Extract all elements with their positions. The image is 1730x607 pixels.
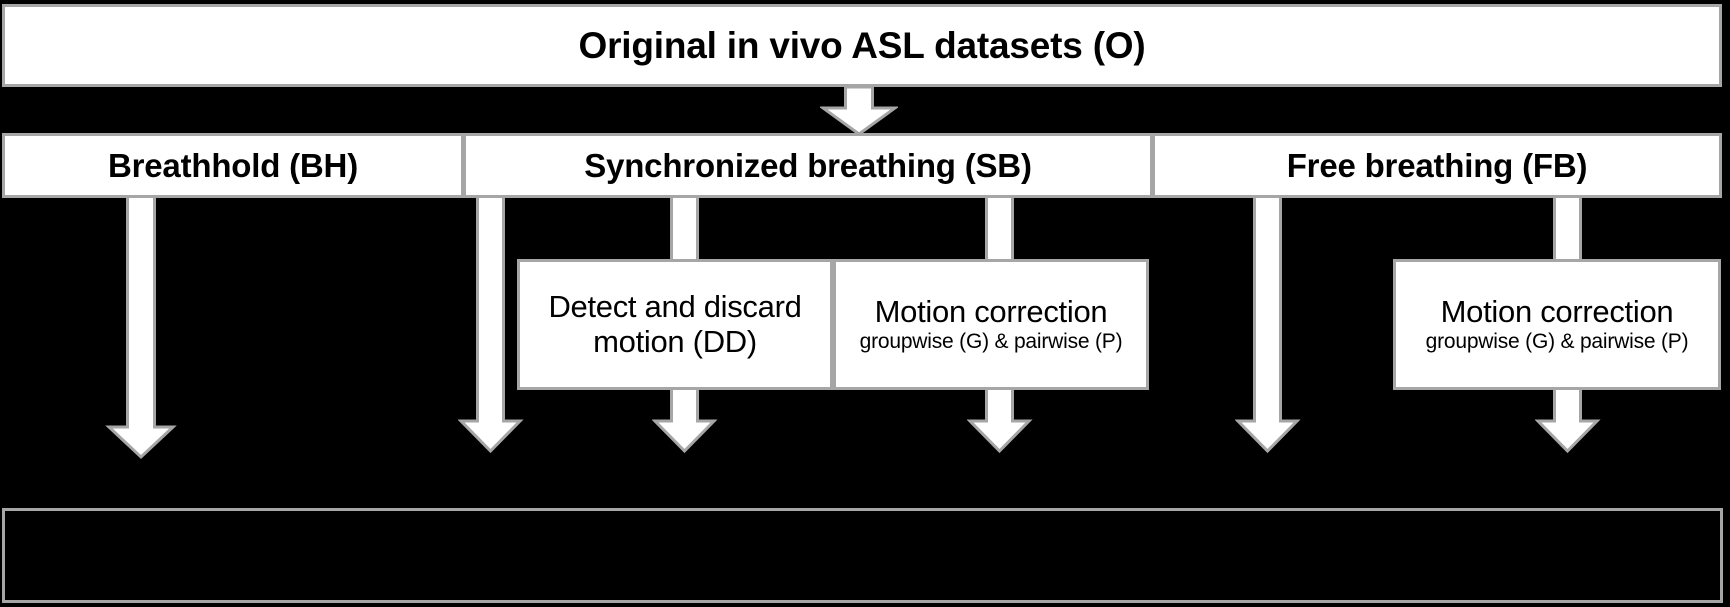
box-group-free-breathing: Free breathing (FB) <box>1152 133 1722 198</box>
box-detect-discard-motion: Detect and discard motion (DD) <box>517 259 833 390</box>
arrow-original-to-groups <box>820 86 898 136</box>
motion-correction-sb-main-label: Motion correction <box>874 294 1108 330</box>
box-motion-correction-sb: Motion correction groupwise (G) & pairwi… <box>833 259 1149 390</box>
arrow-bh-to-bottom <box>105 196 177 460</box>
group-label-sb: Synchronized breathing (SB) <box>584 146 1032 184</box>
box-original-label: Original in vivo ASL datasets (O) <box>578 24 1146 66</box>
group-label-fb: Free breathing (FB) <box>1286 146 1588 184</box>
box-original-datasets: Original in vivo ASL datasets (O) <box>2 4 1722 87</box>
detect-discard-main-label: Detect and discard motion (DD) <box>548 288 802 359</box>
box-bottom-results <box>2 508 1723 603</box>
box-group-synchronized-breathing: Synchronized breathing (SB) <box>463 133 1153 198</box>
group-label-bh: Breathhold (BH) <box>108 146 358 184</box>
box-motion-correction-fb: Motion correction groupwise (G) & pairwi… <box>1393 259 1721 390</box>
arrow-sb-direct-to-bottom <box>458 196 524 454</box>
box-group-breathhold: Breathhold (BH) <box>2 133 464 198</box>
arrow-fb-direct-to-bottom <box>1235 196 1301 454</box>
motion-correction-fb-main-label: Motion correction <box>1440 294 1674 330</box>
motion-correction-sb-sub-label: groupwise (G) & pairwise (P) <box>859 329 1123 353</box>
motion-correction-fb-sub-label: groupwise (G) & pairwise (P) <box>1425 329 1689 353</box>
